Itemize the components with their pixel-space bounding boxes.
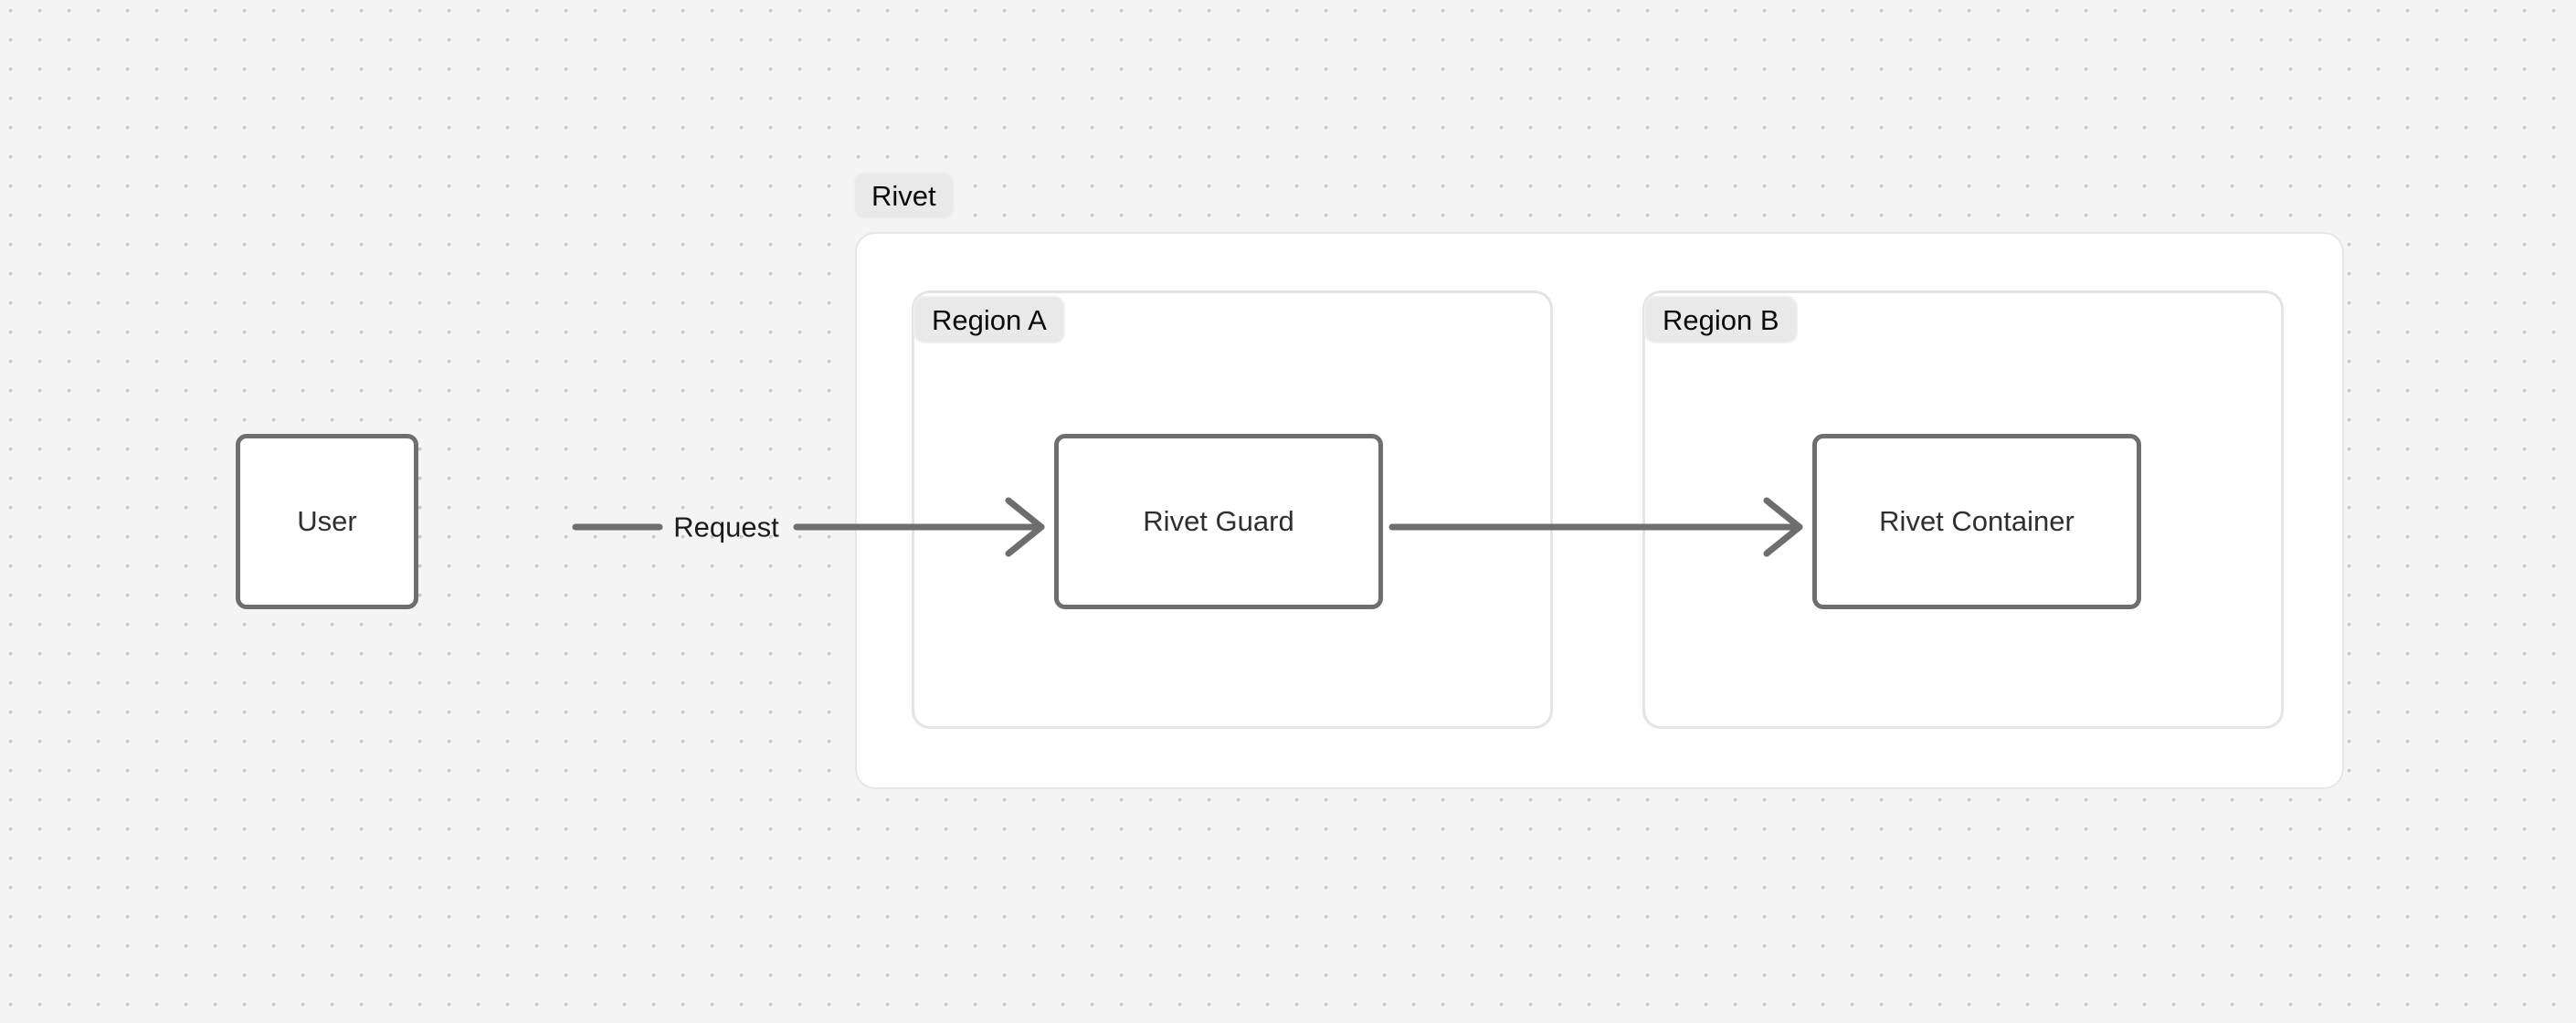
node-user[interactable]: User <box>236 434 418 609</box>
node-rivet-container-label: Rivet Container <box>1879 505 2075 537</box>
node-user-label: User <box>297 505 357 537</box>
group-label-region-a[interactable]: Region A <box>913 296 1065 343</box>
group-label-region-b[interactable]: Region B <box>1644 296 1798 343</box>
node-rivet-guard[interactable]: Rivet Guard <box>1054 434 1383 609</box>
edge-label-request: Request <box>673 511 779 543</box>
node-rivet-guard-label: Rivet Guard <box>1143 505 1294 537</box>
node-rivet-container[interactable]: Rivet Container <box>1812 434 2141 609</box>
group-label-rivet[interactable]: Rivet <box>853 172 955 219</box>
